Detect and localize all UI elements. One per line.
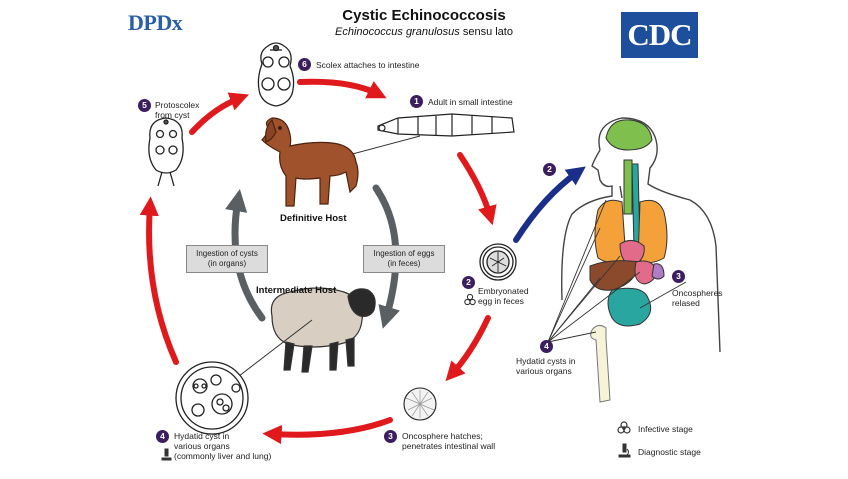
oncosphere-illustration: [403, 387, 437, 421]
heart: [619, 240, 645, 267]
adult-worm-illustration: [377, 113, 515, 137]
brain: [605, 119, 653, 151]
human-stage-3-badge: 3: [672, 270, 685, 283]
scolex-illustration: [257, 42, 295, 107]
stage-4-label-line-1: Hydatid cyst in: [174, 431, 230, 441]
spleen: [651, 263, 665, 280]
diagram-subtitle: Echinococcus granulosus sensu lato: [0, 26, 848, 38]
ingestion-cysts-line-2: (in organs): [207, 259, 247, 268]
cdc-logo-text: CDC: [627, 17, 692, 52]
human-stage-2-badge: 2: [543, 163, 556, 176]
cycle-arrows: [139, 78, 497, 445]
stage-4-badge: 4: [156, 430, 169, 443]
stage-2-label-line-1: Embryonated: [478, 286, 529, 296]
arrow-1-to-2: [457, 152, 497, 226]
stomach: [634, 260, 657, 285]
protoscolex-illustration: [148, 117, 184, 187]
intestine: [607, 287, 652, 327]
stage-6-badge: 6: [298, 58, 311, 71]
human-stage-3-label-line-1: Oncospheres: [672, 288, 723, 298]
arrow-to-human: [513, 166, 586, 243]
biohazard-icon-stage-2: [464, 293, 476, 306]
ingestion-eggs-box: Ingestion of eggs (in feces): [363, 245, 445, 273]
liver: [589, 260, 641, 291]
arrow-2-to-3: [445, 315, 491, 382]
stage-2-badge: 2: [462, 276, 475, 289]
stage-2-label-line-2: egg in feces: [478, 296, 524, 306]
ingestion-cysts-line-1: Ingestion of cysts: [196, 249, 258, 258]
microscope-icon: [618, 443, 631, 458]
human-stage-4-label-line-2: various organs: [516, 366, 572, 376]
trachea: [623, 159, 633, 215]
cdc-logo: CDC: [621, 12, 698, 58]
stage-3-label-line-1: Oncosphere hatches;: [402, 431, 483, 441]
bone-illustration: [590, 324, 611, 403]
diagram-title: Cystic Echinococcosis: [342, 7, 506, 24]
hydatid-cyst-illustration: [175, 361, 249, 435]
arrow-6-to-1: [297, 78, 387, 99]
stage-3-label-line-2: penetrates intestinal wall: [402, 441, 496, 451]
stage-4-label-line-3: (commonly liver and lung): [174, 451, 272, 461]
stage-4-label-line-2: various organs: [174, 441, 230, 451]
biohazard-icon: [617, 421, 631, 434]
species-name: Echinococcus granulosus: [335, 26, 460, 38]
microscope-icon-stage-4: [161, 448, 172, 461]
egg-illustration: [479, 243, 517, 281]
stage-5-badge: 5: [138, 99, 151, 112]
stage-1-badge: 1: [410, 95, 423, 108]
sheep-illustration: [270, 287, 376, 373]
stage-6-label: Scolex attaches to intestine: [316, 60, 420, 70]
species-qualifier: sensu lato: [462, 26, 513, 38]
ingestion-eggs-line-2: (in feces): [387, 259, 421, 268]
arrow-5-to-6: [189, 92, 249, 135]
legend-infective-label: Infective stage: [638, 424, 693, 434]
human-organs: [589, 119, 668, 327]
stage-1-label: Adult in small intestine: [428, 97, 513, 107]
arrow-3-to-4: [262, 417, 393, 445]
human-stage-4-badge: 4: [540, 340, 553, 353]
intermediate-host-label: Intermediate Host: [256, 285, 337, 296]
dpdx-logo: DPDx: [128, 10, 183, 36]
definitive-host-label: Definitive Host: [280, 213, 347, 224]
stage-5-label-line-1: Protoscolex: [155, 100, 200, 110]
ingestion-eggs-line-1: Ingestion of eggs: [373, 249, 435, 258]
ingestion-cysts-box: Ingestion of cysts (in organs): [186, 245, 268, 273]
leader-lines-human: [547, 199, 687, 343]
legend-diagnostic-label: Diagnostic stage: [638, 447, 701, 457]
dpdx-logo-text: DPDx: [128, 10, 183, 35]
human-stage-4-label-line-1: Hydatid cysts in: [516, 356, 576, 366]
human-stage-3-label-line-2: relased: [672, 298, 700, 308]
stage-5-label-line-2: from cyst: [155, 110, 190, 120]
dog-illustration: [261, 117, 359, 207]
arrow-4-to-5: [139, 196, 179, 365]
human-illustration: [561, 117, 721, 353]
stage-3-badge: 3: [384, 430, 397, 443]
